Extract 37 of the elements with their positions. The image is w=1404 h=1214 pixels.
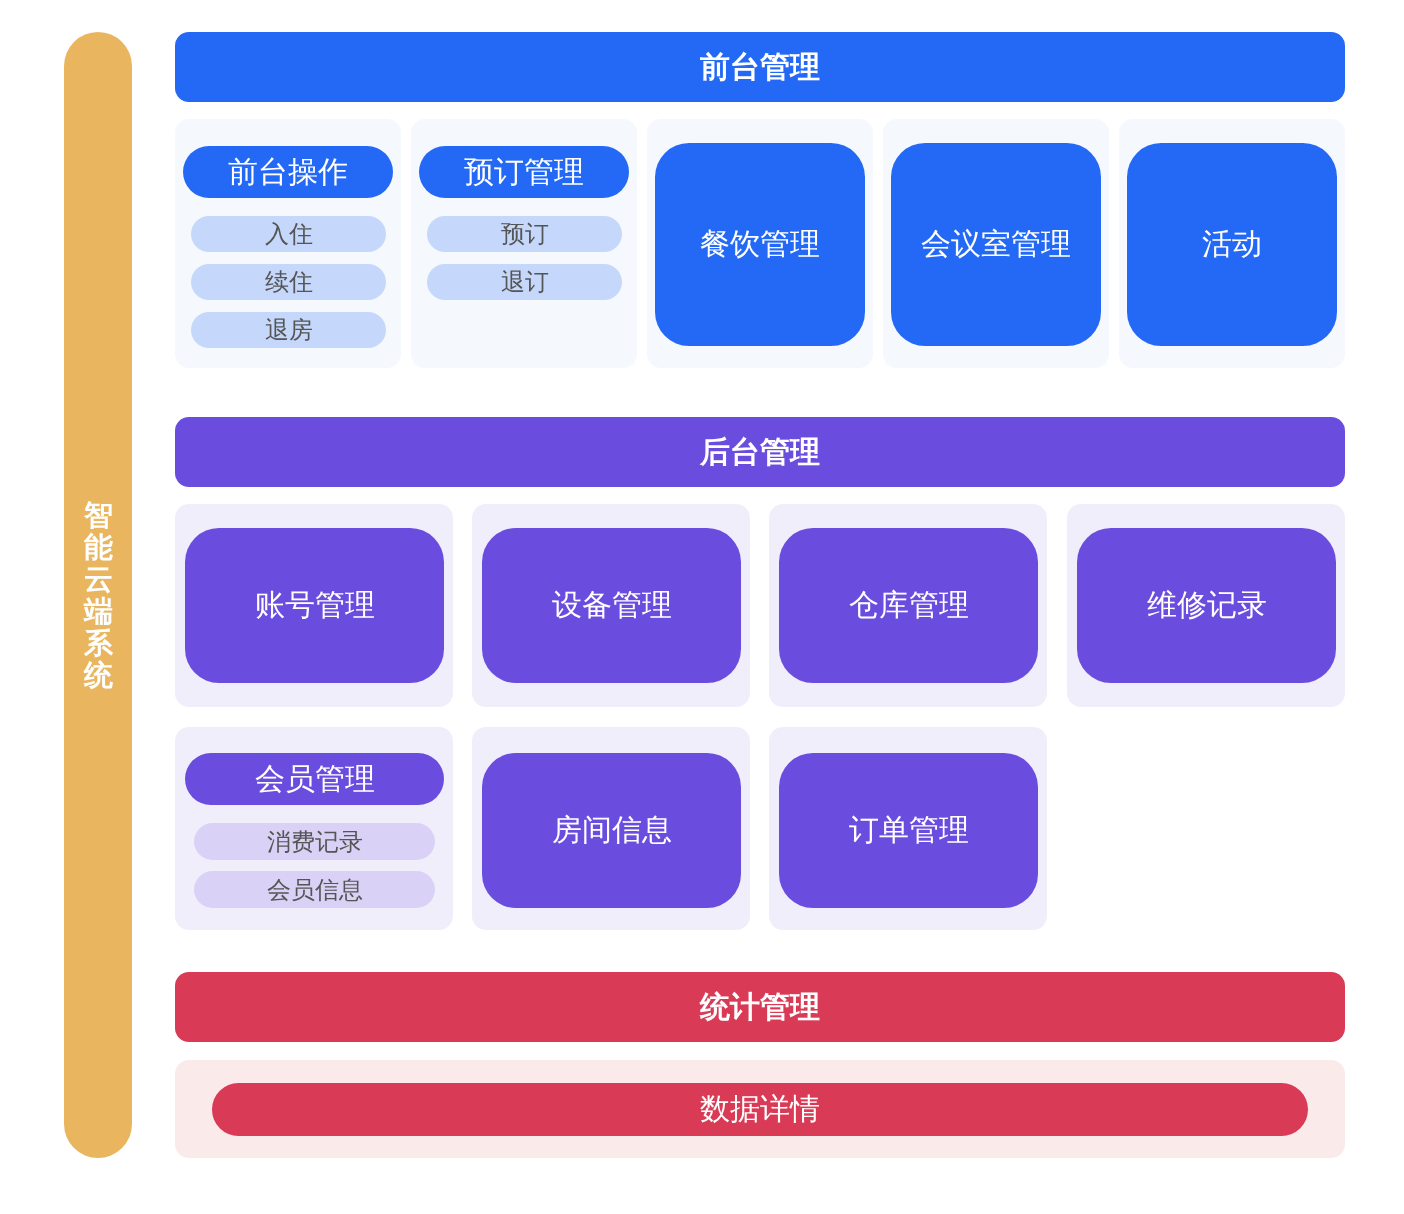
system-sidebar: 智能云端系统	[64, 32, 132, 1158]
module-panel	[883, 119, 1109, 368]
module-panel	[472, 727, 750, 930]
module-box: 房间信息	[482, 753, 741, 908]
module-box: 订单管理	[779, 753, 1038, 908]
category-pill: 预订管理	[419, 146, 629, 198]
function-pill: 续住	[191, 264, 386, 300]
function-pill: 消费记录	[194, 823, 435, 860]
module-box: 维修记录	[1077, 528, 1336, 683]
module-panel	[1119, 119, 1345, 368]
function-pill: 预订	[427, 216, 622, 252]
category-pill: 数据详情	[212, 1083, 1308, 1136]
function-pill: 会员信息	[194, 871, 435, 908]
module-panel	[175, 1060, 1345, 1158]
module-panel	[175, 504, 453, 707]
function-pill: 退房	[191, 312, 386, 348]
category-pill: 前台操作	[183, 146, 393, 198]
module-panel	[472, 504, 750, 707]
module-panel	[769, 504, 1047, 707]
category-pill: 会员管理	[185, 753, 444, 805]
module-box: 活动	[1127, 143, 1337, 346]
function-pill: 退订	[427, 264, 622, 300]
module-box: 设备管理	[482, 528, 741, 683]
module-panel	[175, 119, 401, 368]
module-panel	[769, 727, 1047, 930]
module-panel	[411, 119, 637, 368]
section-header-bar: 后台管理	[175, 417, 1345, 487]
module-box: 会议室管理	[891, 143, 1101, 346]
section-header-bar: 前台管理	[175, 32, 1345, 102]
section-header-bar: 统计管理	[175, 972, 1345, 1042]
module-panel	[1067, 504, 1345, 707]
module-panel	[175, 727, 453, 930]
module-box: 仓库管理	[779, 528, 1038, 683]
module-box: 餐饮管理	[655, 143, 865, 346]
module-box: 账号管理	[185, 528, 444, 683]
module-panel	[647, 119, 873, 368]
function-pill: 入住	[191, 216, 386, 252]
